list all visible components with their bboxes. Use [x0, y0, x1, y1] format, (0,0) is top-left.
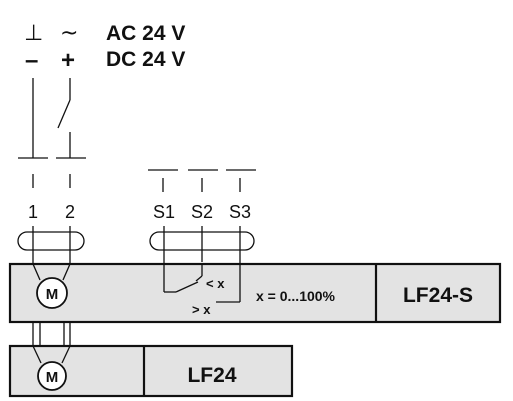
power-cable-sheath: [17, 231, 85, 251]
supply-wires: [18, 78, 86, 159]
lf24s-motor: [36, 277, 68, 309]
terminal-s1-label: S1: [153, 202, 175, 222]
lf24-unit: M LF24: [8, 344, 294, 398]
terminal-s3-label: S3: [229, 202, 251, 222]
ground-symbol: ⊥: [24, 21, 43, 46]
supply-legend: ⊥ ~ AC 24 V – + DC 24 V: [24, 21, 185, 74]
dc-plus-symbol: +: [61, 47, 75, 74]
terminal-markers: [32, 174, 241, 192]
ac-voltage-label: AC 24 V: [106, 22, 185, 45]
dc-minus-symbol: –: [25, 47, 38, 74]
terminal-1-label: 1: [28, 202, 38, 222]
lf24-model-label: LF24: [187, 364, 236, 387]
lf24-motor-leg-right: [61, 345, 71, 364]
terminal-2-label: 2: [65, 202, 75, 222]
switch-greater-label: > x: [192, 302, 211, 317]
motor-leg-right: [62, 263, 71, 281]
lf24-motor-leg-left: [32, 345, 42, 364]
motor-leg-left: [32, 263, 41, 281]
terminal-labels: 1 2 S1 S2 S3: [28, 202, 251, 222]
supply-switch-contact: [57, 99, 71, 129]
lf24s-model-label: LF24-S: [403, 284, 473, 307]
switch-less-label: < x: [206, 276, 225, 291]
lf24s-housing: [8, 262, 502, 324]
lf24-motor-label: M: [46, 369, 59, 386]
terminal-s2-label: S2: [191, 202, 213, 222]
s2-contact-tip: [195, 275, 203, 282]
position-range-label: x = 0...100%: [256, 288, 336, 304]
lf24s-motor-label: M: [46, 286, 59, 303]
ac-tilde-symbol: ~: [60, 21, 78, 46]
lf24-motor: [37, 361, 67, 391]
lf24s-unit: M < x > x x = 0...100% LF24-S: [8, 250, 502, 324]
dc-voltage-label: DC 24 V: [106, 48, 185, 71]
aux-switch-contact: [175, 281, 199, 293]
